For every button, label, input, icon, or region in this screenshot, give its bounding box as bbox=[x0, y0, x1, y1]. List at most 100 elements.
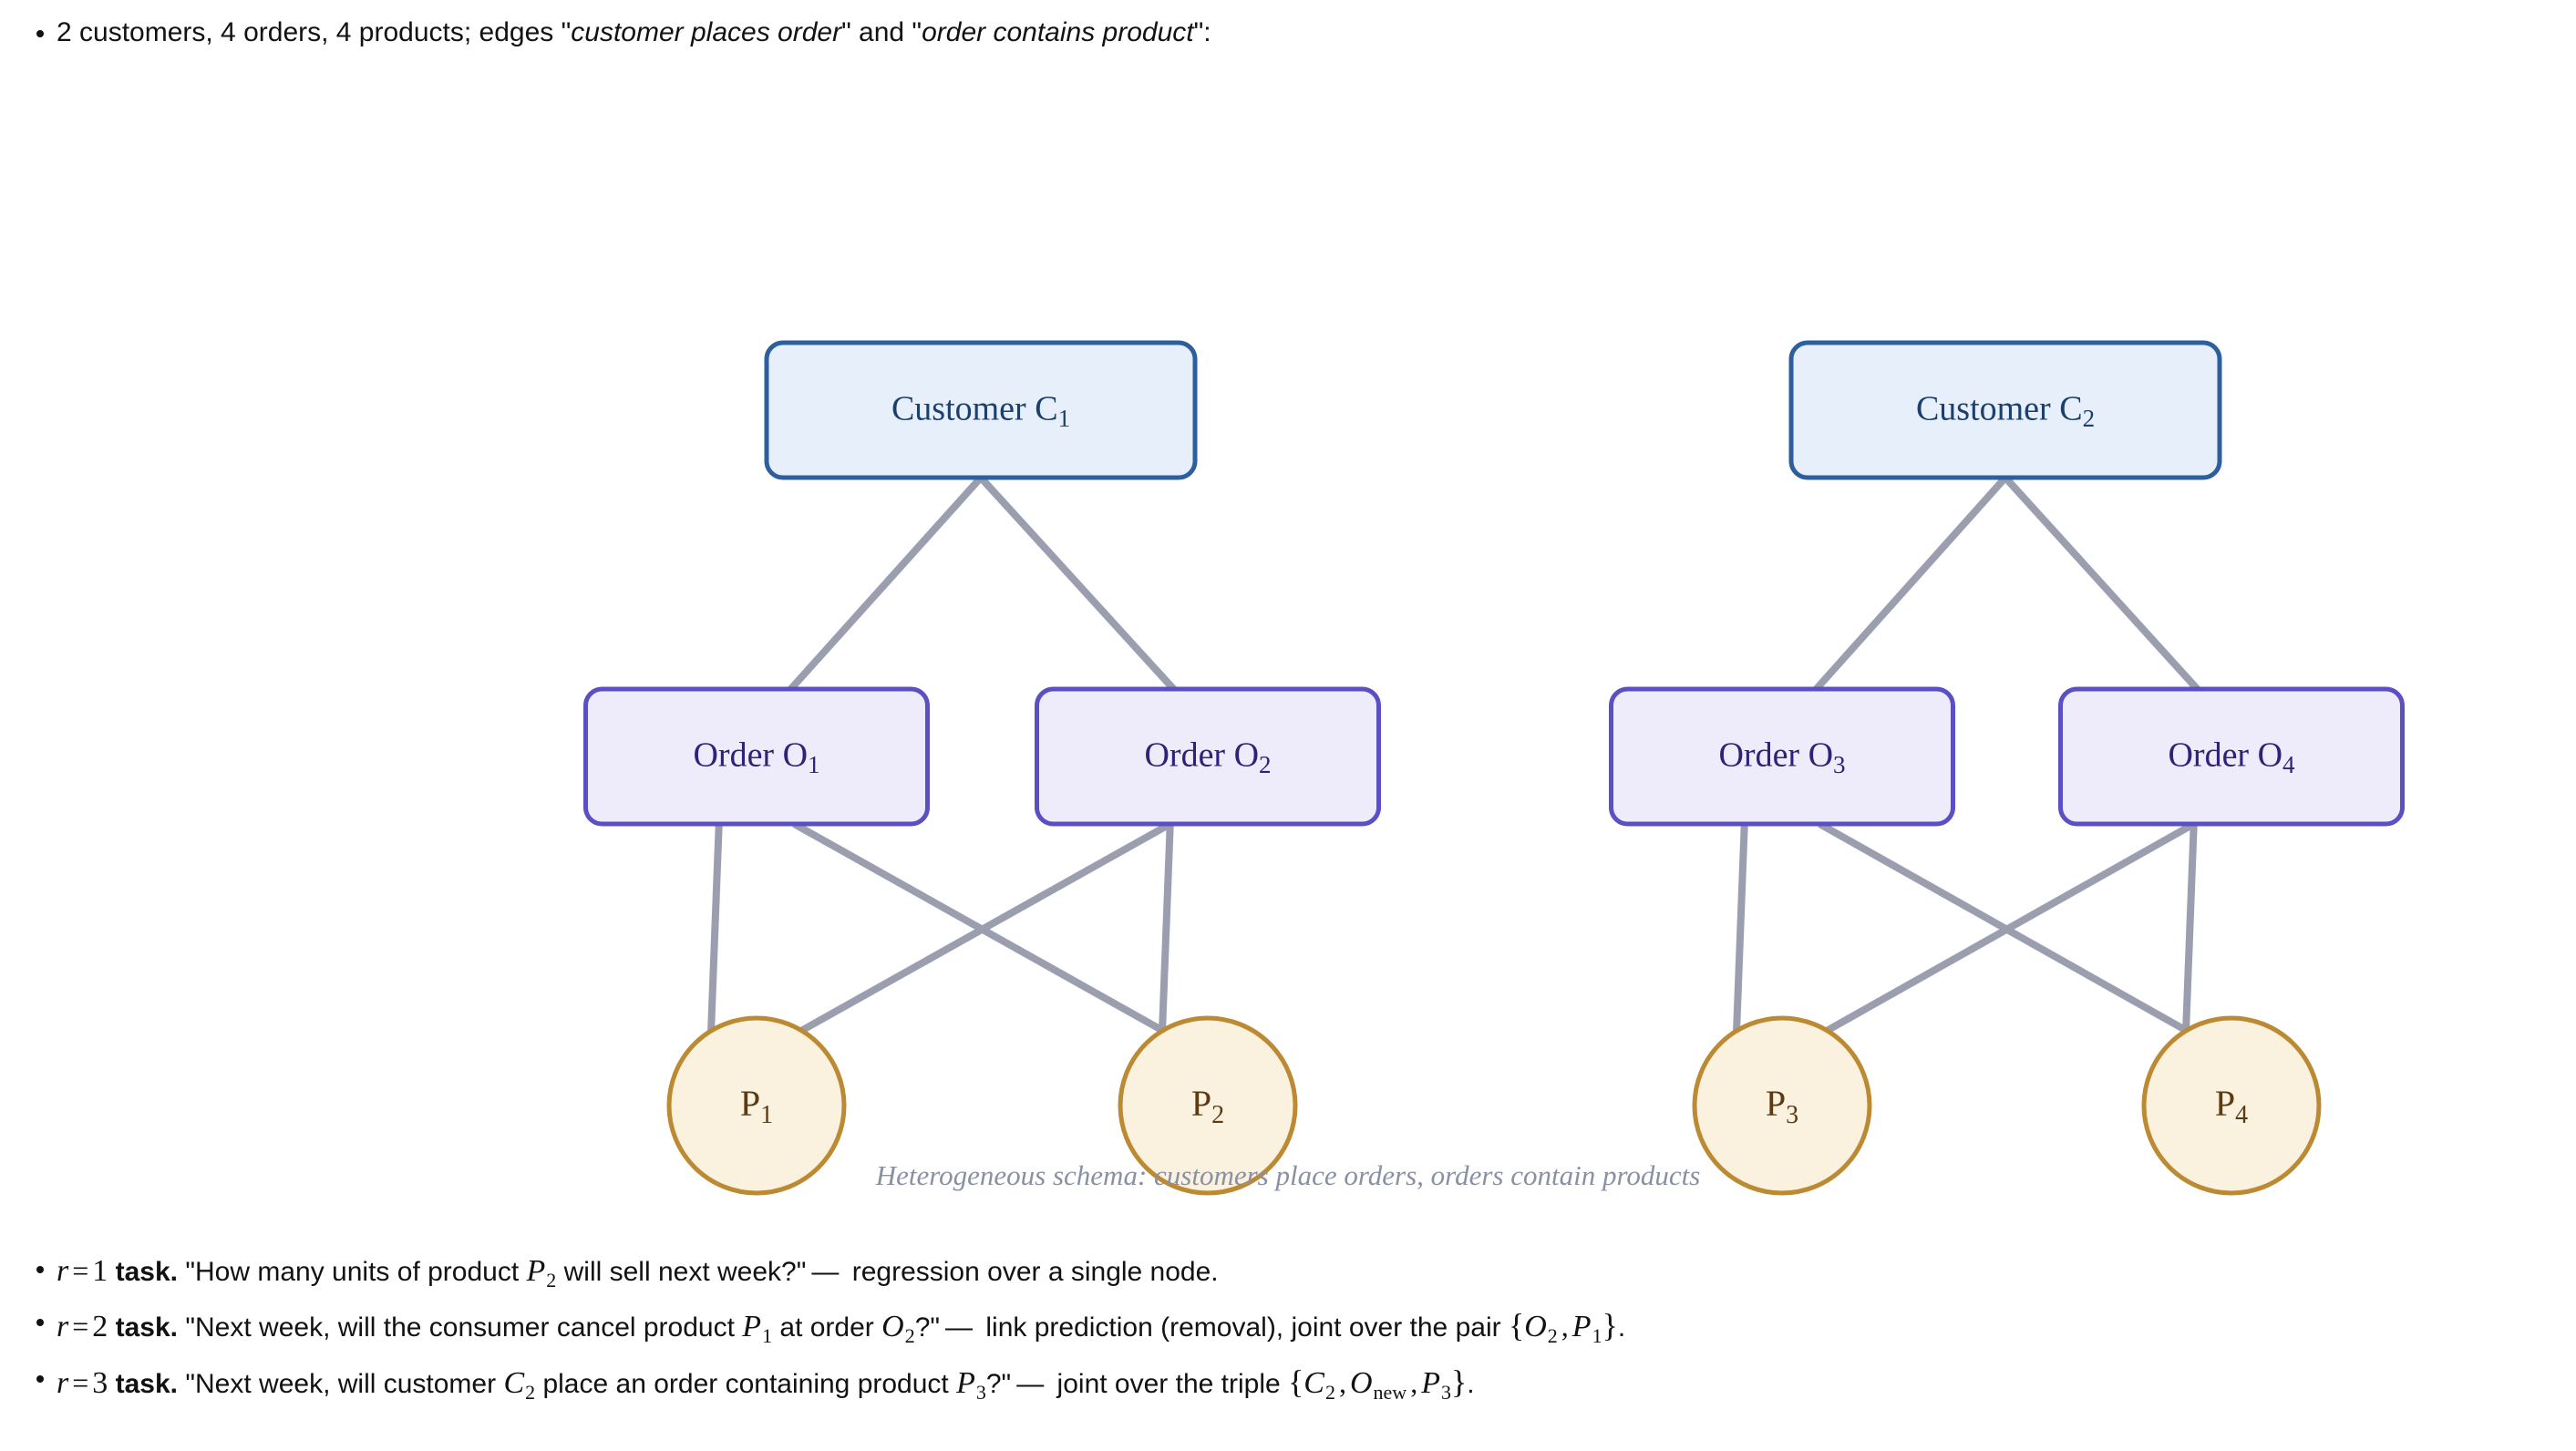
customer-node-c1[interactable]: Customer C1 bbox=[764, 340, 1198, 480]
edge-o1-p1 bbox=[707, 823, 723, 1031]
task-symbol-1: C2 bbox=[503, 1365, 536, 1404]
task-item-r1: r=1 task. "How many units of product P2 … bbox=[20, 1249, 1625, 1294]
task-explanation: link prediction (removal), joint over th… bbox=[978, 1312, 1509, 1343]
task-word: task. bbox=[115, 1312, 179, 1343]
task-symbol-1-subscript: 1 bbox=[762, 1324, 773, 1348]
intro-prefix: 2 customers, 4 orders, 4 products; edges… bbox=[57, 17, 572, 47]
task-item-r3: r=3 task. "Next week, will customer C2 p… bbox=[20, 1358, 1625, 1406]
task-r-value: 1 bbox=[92, 1254, 108, 1288]
task-set-member-a: C2 bbox=[1303, 1365, 1335, 1404]
task-set-member-a-subscript: 2 bbox=[1547, 1324, 1558, 1348]
task-set-member-b-subscript: 1 bbox=[1592, 1324, 1602, 1348]
order-node-label: Order O4 bbox=[2168, 736, 2295, 778]
customer-node-subscript: 2 bbox=[2083, 405, 2096, 432]
intro-bullet-list: 2 customers, 4 orders, 4 products; edges… bbox=[20, 13, 1211, 53]
intro-suffix: ": bbox=[1193, 17, 1211, 47]
customer-node-c2[interactable]: Customer C2 bbox=[1788, 340, 2222, 480]
order-node-shape bbox=[1609, 686, 1955, 827]
customer-node-label: Customer C2 bbox=[1916, 390, 2095, 432]
edge-c2-o4 bbox=[2003, 475, 2200, 692]
edge-o2-p1 bbox=[799, 820, 1172, 1034]
task-bullet-list: r=1 task. "How many units of product P2 … bbox=[20, 1249, 1625, 1414]
intro-middle: " and " bbox=[841, 17, 922, 47]
task-symbol-2-subscript: 3 bbox=[975, 1380, 986, 1404]
order-node-label: Order O2 bbox=[1144, 736, 1271, 778]
task-set-open: { bbox=[1508, 1307, 1525, 1344]
task-quote-rest: ?" bbox=[985, 1368, 1012, 1399]
task-set-member-b: P1 bbox=[1571, 1310, 1602, 1348]
task-r-variable: r bbox=[57, 1310, 69, 1344]
task-symbol-1: P1 bbox=[742, 1310, 773, 1348]
edge-o4-p4 bbox=[2182, 823, 2198, 1031]
task-symbol-2: O2 bbox=[881, 1310, 915, 1348]
edge-o3-p3 bbox=[1733, 823, 1748, 1031]
order-node-o1[interactable]: Order O1 bbox=[583, 686, 930, 827]
order-node-o2[interactable]: Order O2 bbox=[1035, 686, 1381, 827]
task-quote-rest: will sell next week?" bbox=[556, 1257, 807, 1287]
intro-edge-2: order contains product bbox=[922, 17, 1194, 47]
customer-node-subscript: 1 bbox=[1058, 405, 1071, 432]
task-item-r2: r=2 task. "Next week, will the consumer … bbox=[20, 1302, 1625, 1350]
task-set-member-b: Onew bbox=[1349, 1365, 1407, 1404]
edge-o4-p3 bbox=[1825, 820, 2196, 1034]
edge-c1-o1 bbox=[788, 475, 984, 692]
order-node-label: Order O1 bbox=[693, 736, 819, 778]
task-quote-open: "Next week, will customer bbox=[185, 1368, 504, 1399]
product-node-shape bbox=[666, 1015, 847, 1196]
product-node-p4[interactable]: P4 bbox=[2141, 1015, 2322, 1196]
intro-edge-1: customer places order bbox=[571, 17, 842, 47]
task-equals-sign: = bbox=[72, 1310, 89, 1343]
task-r-value: 2 bbox=[92, 1310, 108, 1344]
task-em-dash: — bbox=[945, 1312, 974, 1343]
task-quote-mid: at order bbox=[772, 1312, 882, 1343]
task-set-open: { bbox=[1288, 1363, 1304, 1400]
task-word: task. bbox=[115, 1368, 179, 1399]
edges-layer bbox=[707, 475, 2200, 1034]
task-set-member-c: P3 bbox=[1421, 1365, 1451, 1404]
task-quote-open: "Next week, will the consumer cancel pro… bbox=[185, 1312, 743, 1343]
product-node-subscript: 3 bbox=[1786, 1101, 1798, 1129]
product-node-shape bbox=[2141, 1015, 2322, 1196]
order-node-shape bbox=[583, 686, 930, 827]
task-quote-mid: place an order containing product bbox=[535, 1368, 957, 1399]
task-period: . bbox=[1467, 1368, 1475, 1399]
order-node-subscript: 3 bbox=[1833, 751, 1846, 778]
customer-node-shape bbox=[764, 340, 1198, 480]
task-quote-open: "How many units of product bbox=[185, 1257, 527, 1287]
task-word: task. bbox=[115, 1257, 179, 1287]
intro-bullet-item: 2 customers, 4 orders, 4 products; edges… bbox=[20, 13, 1211, 53]
product-node-shape bbox=[1118, 1015, 1298, 1196]
task-set-member-c-subscript: 3 bbox=[1440, 1380, 1451, 1404]
task-set-member-b-subscript: new bbox=[1373, 1380, 1407, 1404]
task-set-sep-1: , bbox=[1338, 1365, 1346, 1399]
order-node-label: Order O3 bbox=[1718, 736, 1845, 778]
task-explanation: regression over a single node. bbox=[844, 1257, 1219, 1287]
edge-o2-p2 bbox=[1159, 823, 1174, 1031]
order-node-shape bbox=[1035, 686, 1381, 827]
order-node-o3[interactable]: Order O3 bbox=[1609, 686, 1955, 827]
edge-o3-p4 bbox=[1818, 820, 2189, 1034]
product-node-p1[interactable]: P1 bbox=[666, 1015, 847, 1196]
task-symbol-1: P2 bbox=[526, 1254, 557, 1291]
task-symbol-2-subscript: 2 bbox=[904, 1324, 915, 1348]
product-node-p2[interactable]: P2 bbox=[1118, 1015, 1298, 1196]
task-set-close: } bbox=[1450, 1363, 1468, 1400]
task-set-close: } bbox=[1602, 1307, 1618, 1344]
task-equals-sign: = bbox=[72, 1254, 89, 1287]
order-node-o4[interactable]: Order O4 bbox=[2058, 686, 2405, 827]
product-node-p3[interactable]: P3 bbox=[1692, 1015, 1872, 1196]
customer-node-shape bbox=[1788, 340, 2222, 480]
product-node-subscript: 2 bbox=[1211, 1101, 1224, 1129]
task-symbol-1-subscript: 2 bbox=[525, 1380, 536, 1404]
order-node-subscript: 2 bbox=[1259, 751, 1272, 778]
task-em-dash: — bbox=[1016, 1368, 1045, 1399]
order-node-subscript: 4 bbox=[2282, 751, 2295, 778]
schema-diagram: Customer C1 Customer C2 Order O1 Order O2 Or… bbox=[0, 109, 2576, 1221]
task-set-member-a: O2 bbox=[1524, 1310, 1558, 1348]
customer-node-label: Customer C1 bbox=[891, 390, 1070, 432]
task-symbol-2: P3 bbox=[956, 1365, 986, 1404]
nodes-layer: Customer C1 Customer C2 Order O1 Order O2 Or… bbox=[583, 340, 2405, 1196]
task-explanation: joint over the triple bbox=[1049, 1368, 1289, 1399]
edge-c2-o3 bbox=[1813, 475, 2008, 692]
diagram-caption: Heterogeneous schema: customers place or… bbox=[875, 1159, 1701, 1191]
